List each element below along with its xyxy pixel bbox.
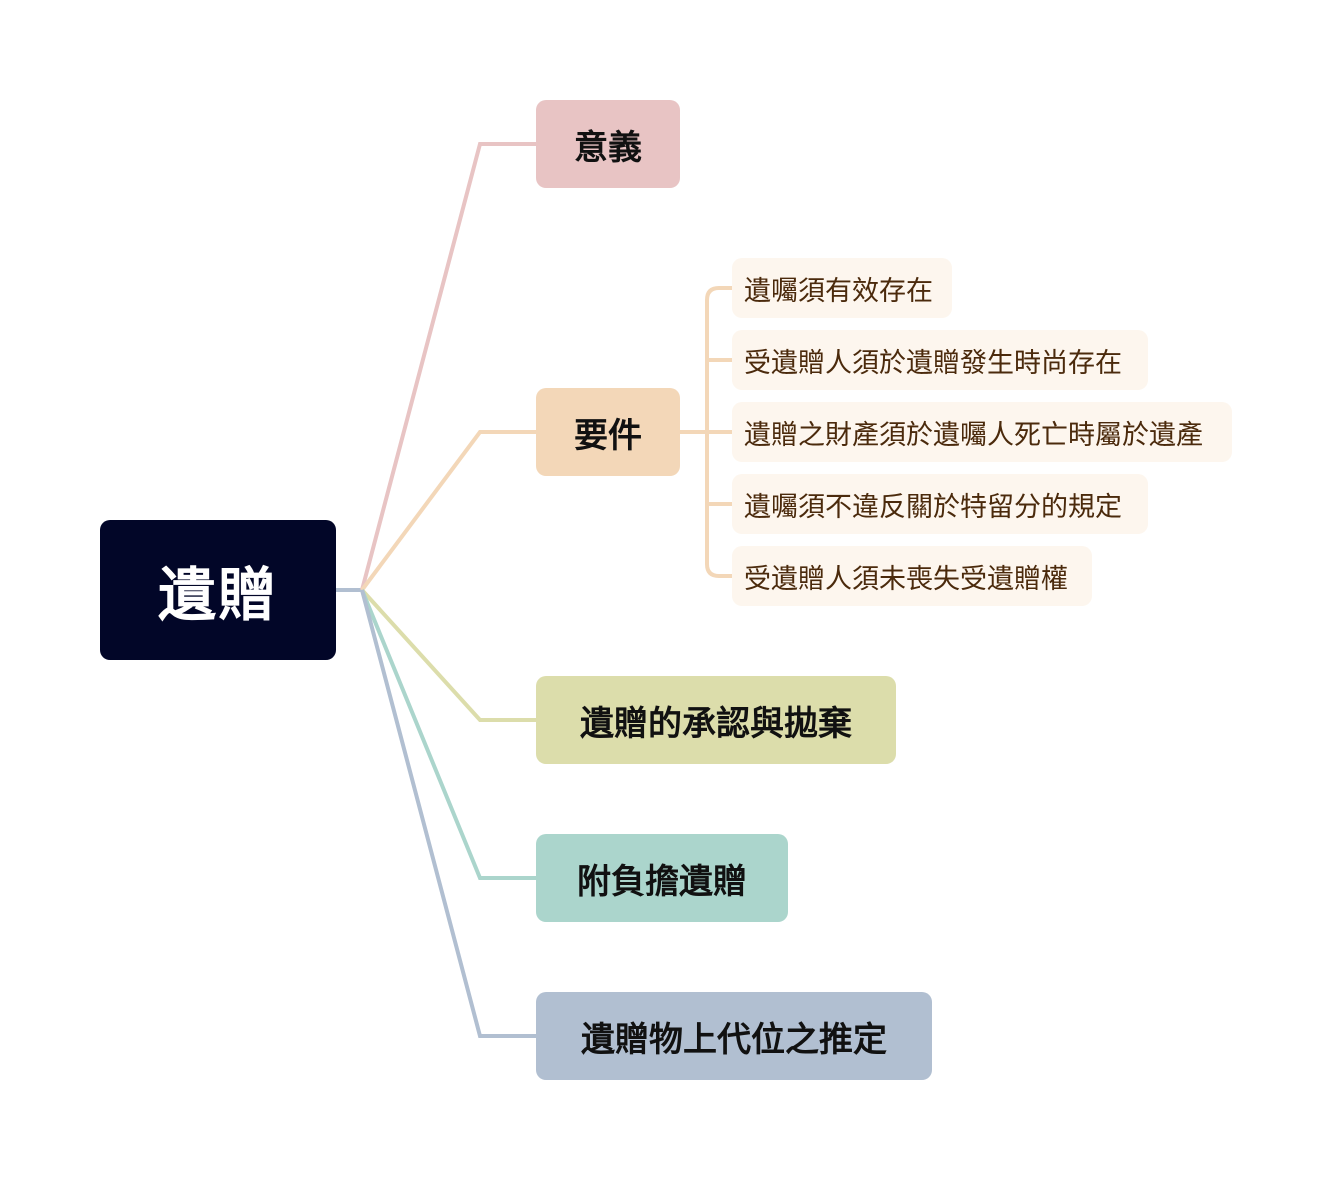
branch-meaning[interactable]: 意義	[536, 100, 680, 188]
requirement-item[interactable]: 遺贈之財產須於遺囑人死亡時屬於遺產	[732, 402, 1232, 462]
branch-subrogation-presumption[interactable]: 遺贈物上代位之推定	[536, 992, 932, 1080]
branch-requirements[interactable]: 要件	[536, 388, 680, 476]
connector-branch-acceptance	[360, 588, 536, 722]
connector-branch-requirements	[360, 430, 536, 592]
root-node[interactable]: 遺贈	[100, 520, 336, 660]
connector-requirements-children	[680, 286, 732, 578]
requirement-item[interactable]: 遺囑須有效存在	[732, 258, 952, 318]
requirement-item[interactable]: 遺囑須不違反關於特留分的規定	[732, 474, 1148, 534]
branch-acceptance-renunciation[interactable]: 遺贈的承認與拋棄	[536, 676, 896, 764]
requirement-item[interactable]: 受遺贈人須於遺贈發生時尚存在	[732, 330, 1148, 390]
branch-burdened-bequest[interactable]: 附負擔遺贈	[536, 834, 788, 922]
connector-branch-burden	[360, 589, 536, 880]
connector-branch-meaning	[360, 142, 536, 591]
requirement-item[interactable]: 受遺贈人須未喪失受遺贈權	[732, 546, 1092, 606]
connector-branch-subrogation	[360, 589, 536, 1038]
